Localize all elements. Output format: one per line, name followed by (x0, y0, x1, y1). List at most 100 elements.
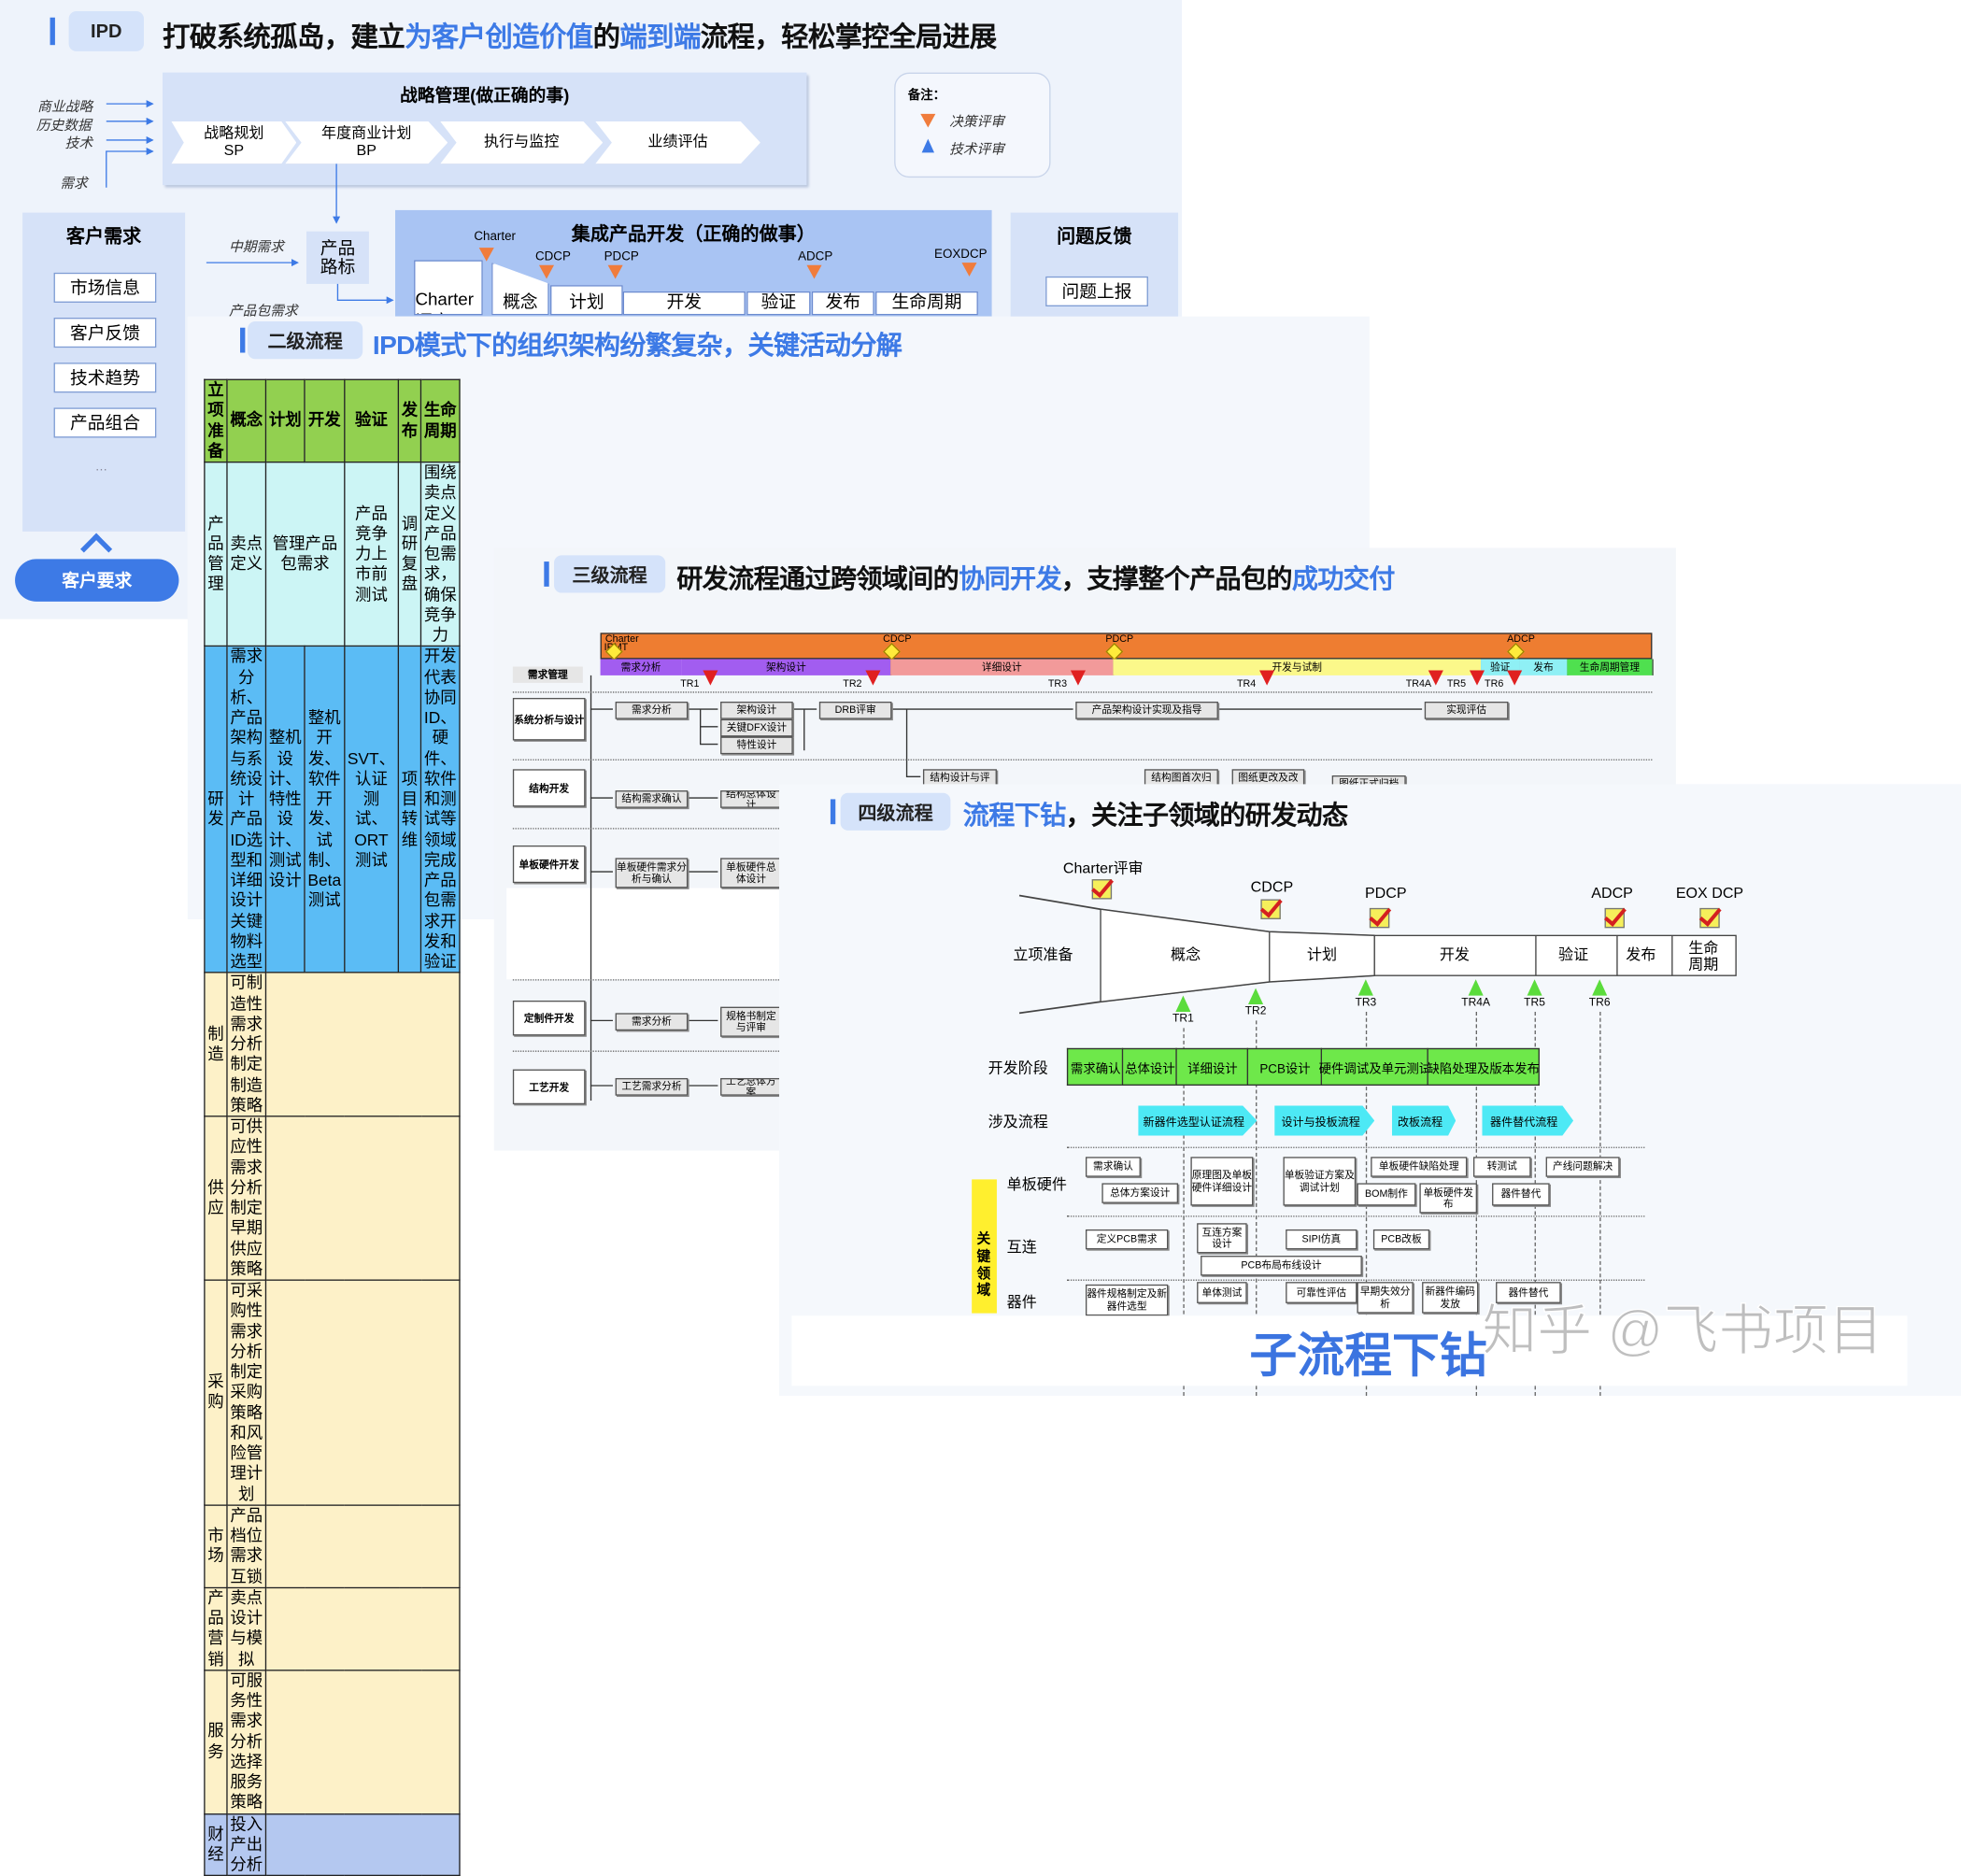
table-cell: 整机设计、特性设计、测试设计 (264, 646, 306, 974)
lane-label: 系统分析与设计 (512, 697, 586, 741)
process-box: 实现评估 (1424, 702, 1509, 719)
tr-label: TR4A (1405, 677, 1432, 689)
tech-trend-button[interactable]: 技术趋势 (53, 362, 157, 393)
stage-label: 立项准备 (1013, 945, 1073, 964)
tr-marker-icon (865, 670, 881, 686)
tr-marker-icon (1469, 670, 1485, 686)
ipd-title: 集成产品开发（正确的做事） (571, 223, 816, 246)
table-row: 产品营销卖点设计与模拟 (204, 1586, 461, 1671)
roadmap-arrows (206, 163, 394, 305)
decision-review-icon (538, 264, 555, 279)
market-info-button[interactable]: 市场信息 (53, 272, 157, 303)
header-cell: 验证 (343, 378, 400, 463)
step-execute-monitor: 执行与监控 (440, 121, 604, 164)
input-arrows (106, 100, 154, 188)
process-label: 涉及流程 (988, 1113, 1048, 1131)
domain-divider (1066, 1146, 1645, 1148)
process-box: 结构需求确认 (615, 790, 689, 808)
table-row: 供应可供应性需求分析 制定早期供应策略 (204, 1116, 461, 1281)
title-highlight: 流程下钻 (962, 802, 1066, 831)
level-chip: 三级流程 (554, 555, 666, 593)
tr-label: TR2 (1244, 1003, 1267, 1017)
header-cell: 生命周期 (419, 378, 461, 463)
tr-marker-icon (1527, 979, 1542, 996)
title-highlight: 成功交付 (1291, 565, 1395, 594)
domain-label: 单板硬件 (1006, 1175, 1067, 1194)
table-cell: 卖点定义 (226, 461, 267, 647)
level-chip: 二级流程 (248, 321, 363, 360)
title-part: 的 (592, 21, 620, 53)
title-accent-bar (240, 327, 246, 353)
tr-label: TR5 (1524, 995, 1545, 1008)
lane-label: 需求管理 (512, 666, 583, 683)
title-highlight: 端到端 (619, 21, 701, 53)
lane-label: 结构开发 (512, 769, 586, 807)
task-box: 转测试 (1472, 1157, 1531, 1177)
title-highlight: 协同开发 (959, 565, 1061, 594)
report-issue-button[interactable]: 问题上报 (1045, 276, 1148, 306)
tr-label: TR5 (1446, 677, 1467, 689)
lane-label: 单板硬件开发 (512, 845, 586, 884)
process-box: 结构总体设计 (720, 790, 782, 808)
tr-label: TR2 (843, 677, 862, 689)
step-label: 业绩评估 (647, 133, 708, 150)
table-cell-hidden (264, 1586, 461, 1671)
task-box: 总体方案设计 (1101, 1183, 1179, 1203)
table-cell: 投入产出分析 (226, 1812, 267, 1876)
tr-label: TR1 (1172, 1012, 1194, 1025)
legend-box: 备注： 决策评审 技术评审 (894, 72, 1051, 178)
milestone-adcp: ADCP (798, 249, 833, 264)
title-part: ，关注子领域的研发动态 (1065, 802, 1349, 831)
milestone-cdcp: CDCP (883, 632, 912, 645)
process-box: 规格书制定与评审 (720, 1006, 782, 1037)
table-cell: 管理产品包需求 (264, 461, 346, 647)
milestone-guide-line (1256, 1020, 1258, 1396)
table-cell: 可供应性需求分析 制定早期供应策略 (226, 1116, 267, 1281)
step-code: BP (356, 141, 377, 160)
stage-release: 发布 (811, 291, 874, 316)
process-box: 特性设计 (720, 736, 793, 755)
stage-charter: Charter评审 (414, 260, 483, 316)
domain-label: 器件 (1006, 1293, 1037, 1311)
task-box: 单板硬件缺陷处理 (1371, 1157, 1468, 1177)
process-box: 产品架构设计实现及指导 (1075, 702, 1218, 719)
title-highlight: 为客户创造价值 (405, 21, 593, 53)
flow-connectors (590, 708, 1423, 1087)
tr-marker-icon (1175, 995, 1191, 1013)
dev-stage: 总体设计 (1121, 1047, 1177, 1086)
slide-title: 流程下钻，关注子领域的研发动态 (963, 795, 1348, 832)
table-cell: 围绕卖点定义产品包需求，确保竞争力 (419, 461, 461, 647)
product-portfolio-button[interactable]: 产品组合 (53, 407, 157, 438)
phase-bar: 需求分析 (600, 659, 682, 675)
level-chip: IPD (68, 11, 144, 51)
package-demand-label: 产品包需求 (228, 304, 298, 320)
header-cell: 计划 (264, 378, 306, 463)
task-box: SIPI仿真 (1286, 1229, 1357, 1250)
input-technology: 技术 (64, 135, 93, 151)
slide-title: 打破系统孤岛，建立为客户创造价值的端到端流程，轻松掌控全局进展 (163, 15, 997, 55)
slide-title: IPD模式下的组织架构纷繁复杂，关键活动分解 (372, 331, 902, 361)
table-cell: 需求分析、产品架构与系统设计 产品ID选型和详细设计 关键物料选型 (226, 646, 267, 974)
key-domain-label: 关键领域 (976, 1231, 991, 1299)
header-cell: 概念 (226, 378, 267, 463)
tr-marker-icon (1592, 979, 1608, 996)
dev-stage: 需求确认 (1066, 1047, 1124, 1086)
customer-request-button[interactable]: 客户要求 (15, 559, 179, 602)
roadmap-label: 路标 (320, 256, 356, 277)
task-box: 器件规格制定及新器件选型 (1085, 1284, 1169, 1316)
checkbox-checked-icon (1604, 907, 1625, 929)
stage-label: 开发 (1439, 945, 1470, 964)
checkpoint-label: EOX DCP (1675, 884, 1744, 902)
task-box: 新器件编码发放 (1422, 1282, 1479, 1314)
table-cell-hidden (264, 1669, 461, 1814)
stage-verify: 验证 (746, 291, 811, 316)
checkbox-checked-icon (1260, 899, 1281, 919)
lane-divider (512, 691, 1653, 693)
lane-divider (512, 828, 780, 830)
table-cell: 产品竞争力上市前测试 (343, 461, 400, 647)
lane-connector (590, 675, 592, 1101)
title-part: 打破系统孤岛，建立 (163, 21, 405, 53)
key-domain-bar (972, 1179, 997, 1314)
dept-cell: 研发 (204, 646, 228, 974)
customer-feedback-button[interactable]: 客户反馈 (53, 318, 157, 348)
